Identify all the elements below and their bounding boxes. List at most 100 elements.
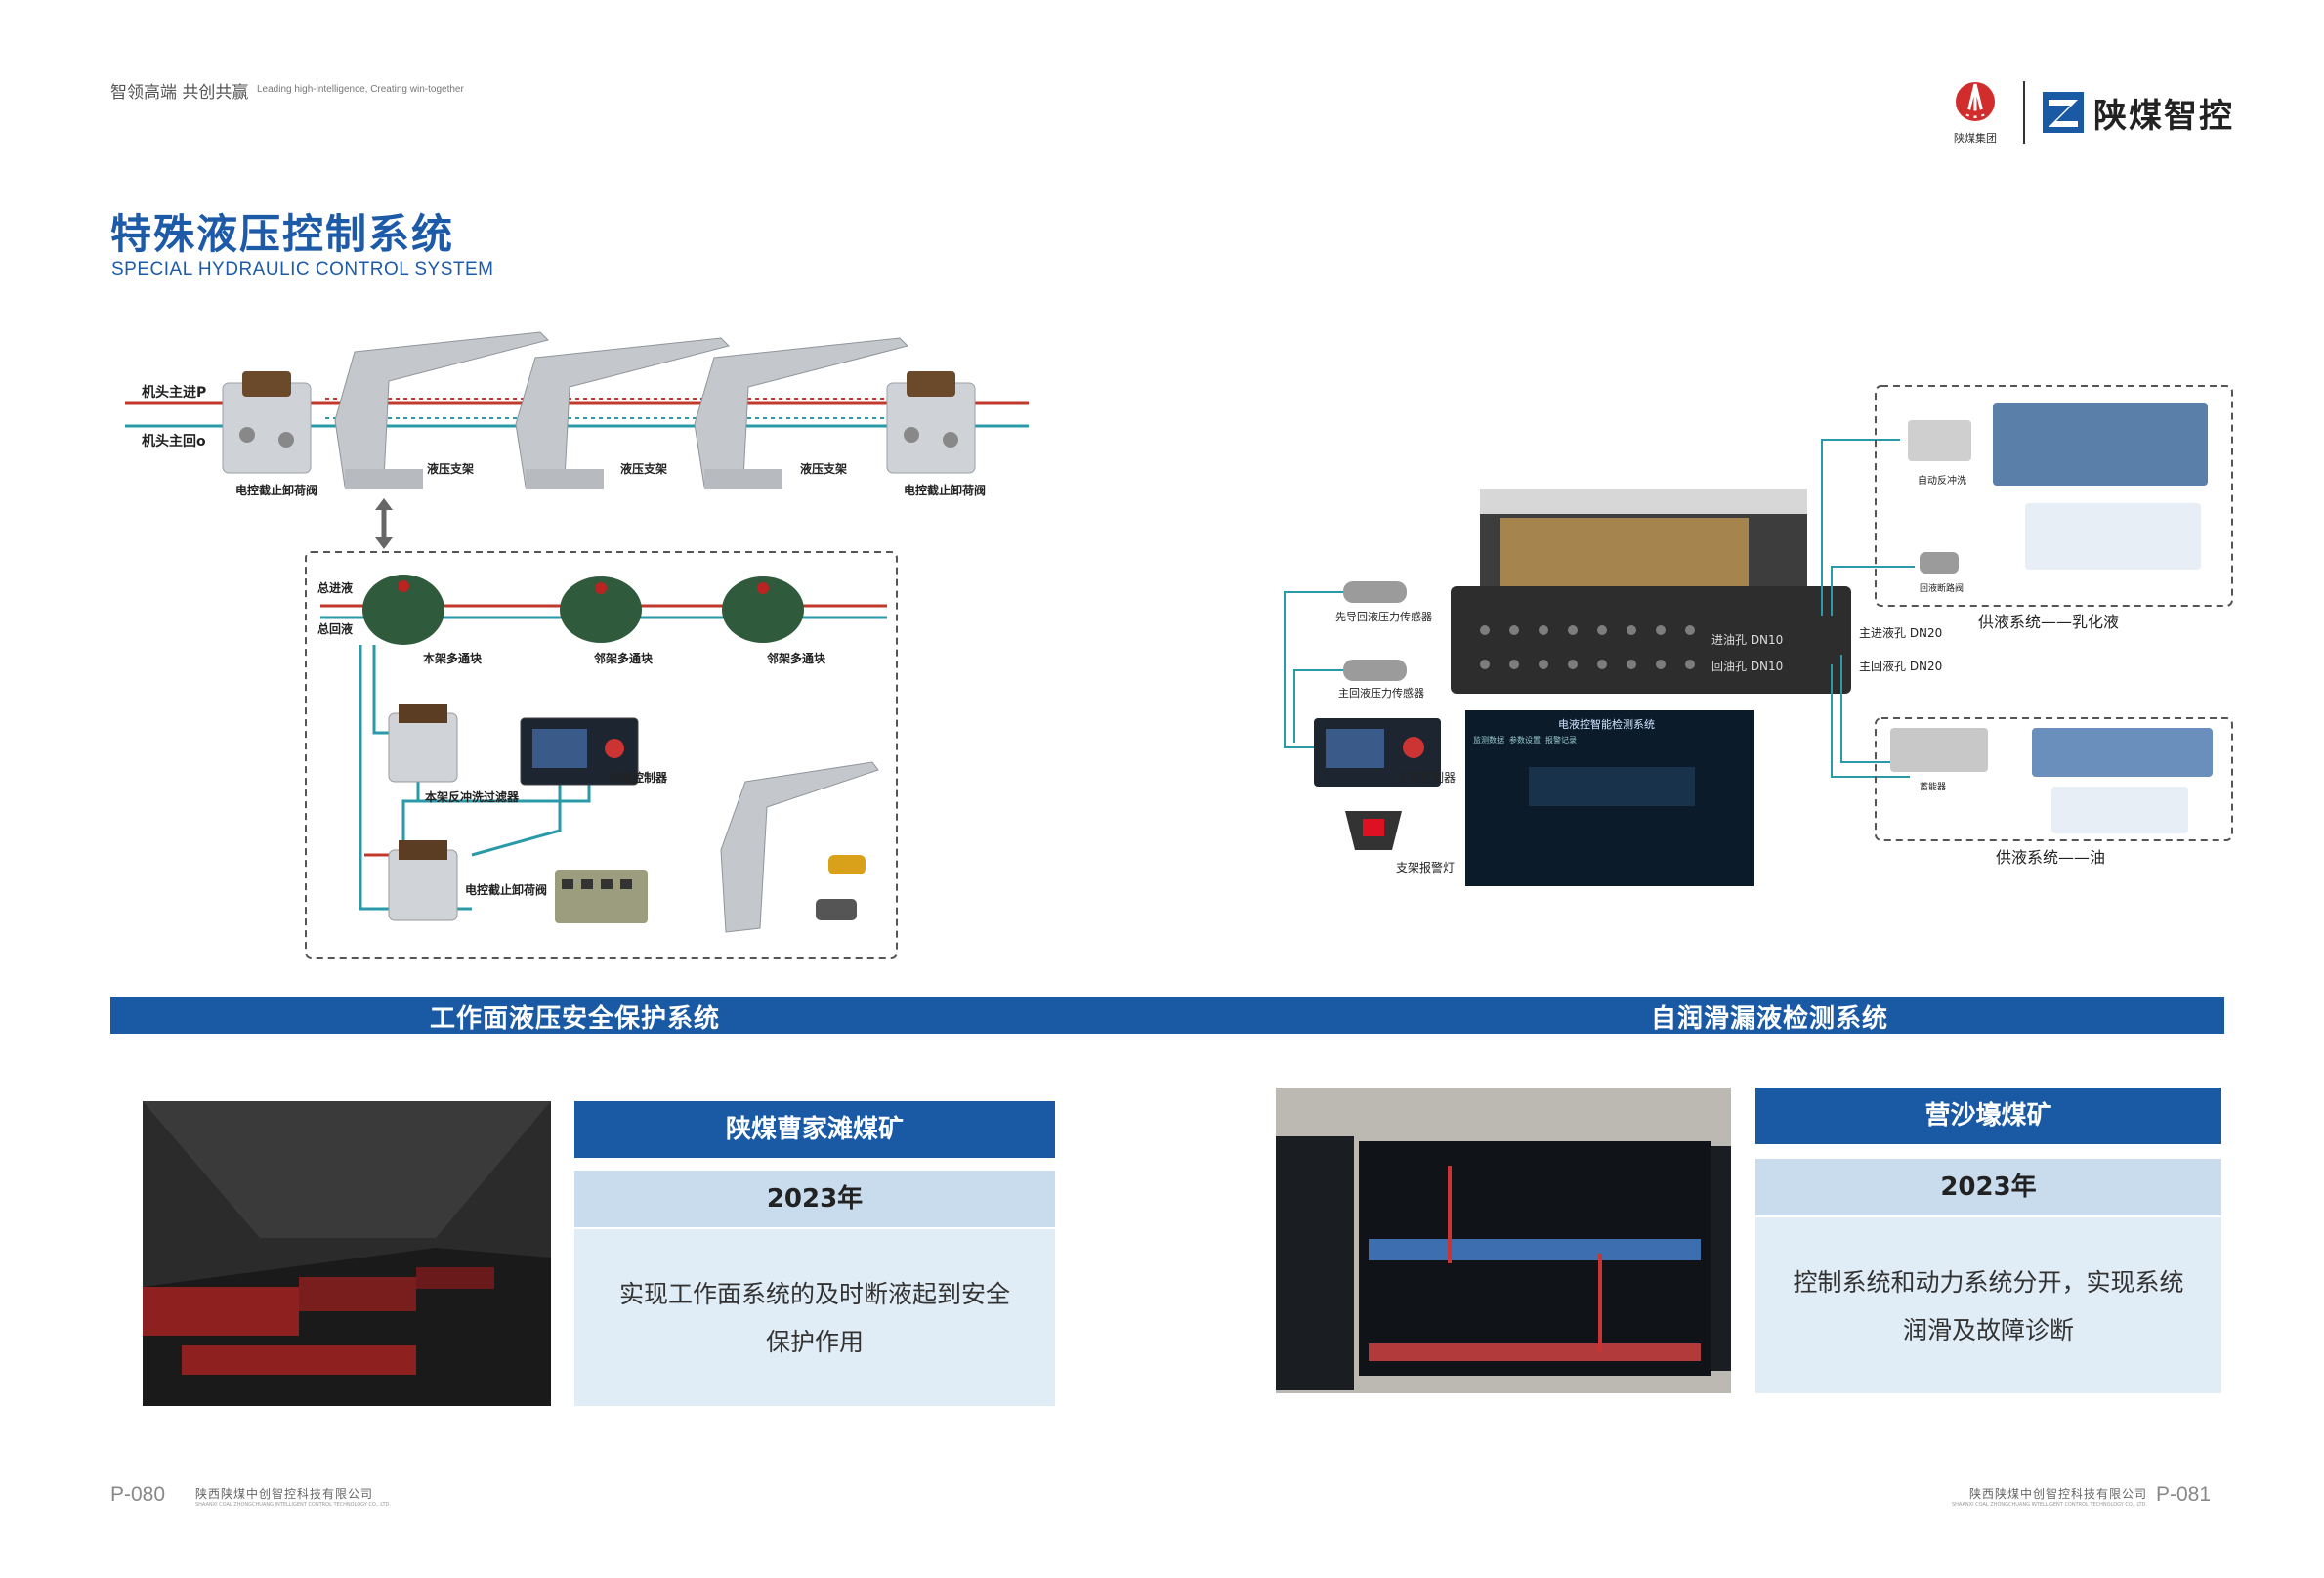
monitor-photo: [1276, 1088, 1731, 1393]
case-2-mine: 营沙壕煤矿: [1755, 1088, 2221, 1144]
bottom-cutoff-valve: [388, 840, 458, 921]
monitor-tab-2: 参数设置: [1509, 735, 1541, 745]
auto-backflush: [1908, 420, 1971, 461]
valve-bank: [555, 870, 648, 923]
total-return-label: 总回液: [317, 621, 353, 636]
brand-mark-icon: [2043, 92, 2084, 133]
main-in-port-label: 主进液孔 DN20: [1859, 625, 1942, 640]
support-controller: [1314, 718, 1441, 787]
section-label-left: 工作面液压安全保护系统: [430, 1004, 721, 1034]
backflush-filter-label: 本架反冲洗过滤器: [425, 789, 520, 804]
local-multi-block: [362, 575, 444, 645]
emulsion-pump: [1993, 403, 2208, 486]
return-port-label: 回油孔 DN10: [1711, 660, 1783, 673]
main-return-port-label: 主回液孔 DN20: [1859, 659, 1942, 673]
case-1-mine: 陕煤曹家滩煤矿: [574, 1101, 1055, 1158]
alarm-light-label: 支架报警灯: [1396, 860, 1455, 874]
case-2-body-box: 控制系统和动力系统分开，实现系统 润滑及故障诊断: [1755, 1217, 2221, 1393]
neighbor-block-1-label: 邻架多通块: [593, 651, 654, 665]
footer-company-en-right: SHAANXI COAL ZHONGCHUANG INTELLIGENT CON…: [1952, 1502, 2147, 1508]
detail-box: [305, 551, 898, 959]
backflush-filter: [388, 704, 458, 783]
emulsion-box: [1875, 385, 2233, 607]
case-1-desc-line-2: 保护作用: [765, 1328, 864, 1356]
case-1-desc-line-1: 实现工作面系统的及时断液起到安全: [618, 1280, 1010, 1308]
support-2-label: 液压支架: [620, 461, 667, 476]
case-2-desc-line-2: 润滑及故障诊断: [1902, 1316, 2074, 1344]
footer-company-right: 陕西陕煤中创智控科技有限公司 SHAANXI COAL ZHONGCHUANG …: [1952, 1485, 2147, 1508]
group-logo: 陕煤集团: [1941, 79, 2009, 146]
valve-manifold: [1451, 489, 1851, 694]
case-1-year: 2023年: [574, 1171, 1055, 1227]
case-1-body-box: 实现工作面系统的及时断液起到安全 保护作用: [574, 1229, 1055, 1406]
footer-company-left: 陕西陕煤中创智控科技有限公司 SHAANXI COAL ZHONGCHUANG …: [195, 1485, 391, 1508]
slogan-en: Leading high-intelligence, Creating win-…: [257, 84, 464, 95]
left-hydraulic-diagram: 机头主进P 机头主回o 电控截止卸荷阀 液压支架 液压支架 液压支架 电控截止卸…: [125, 331, 1029, 959]
group-name: 陕煤集团: [1954, 132, 1997, 145]
alarm-light: [1345, 811, 1402, 850]
support-1: [334, 331, 549, 489]
logo-divider: [2023, 81, 2025, 144]
case-2-year: 2023年: [1755, 1159, 2221, 1215]
support-controller-label: 支架控制器: [1397, 771, 1456, 785]
footer-company-cn-left: 陕西陕煤中创智控科技有限公司: [195, 1487, 374, 1501]
case-2-desc-line-1: 控制系统和动力系统分开，实现系统: [1793, 1268, 2184, 1297]
cutoff-valve-left: [222, 371, 312, 474]
return-filter-label: 回液断路阀: [1920, 582, 1964, 594]
oil-system-label: 供液系统——油: [1996, 848, 2105, 867]
brand-name: 陕煤智控: [2093, 96, 2234, 136]
page-number-right: P-081: [2156, 1483, 2212, 1506]
logo-area: 陕煤集团 陕煤智控: [1941, 76, 2234, 149]
footer-company-en-left: SHAANXI COAL ZHONGCHUANG INTELLIGENT CON…: [195, 1502, 391, 1508]
support-1-label: 液压支架: [427, 461, 474, 476]
local-controller: [520, 717, 639, 786]
oil-box: [1875, 717, 2233, 841]
cutoff-valve-right-label: 电控截止卸荷阀: [904, 483, 986, 497]
section-label-right: 自润滑漏液检测系统: [1651, 1004, 1889, 1034]
controller-label: 本架控制器: [609, 770, 668, 785]
accumulator: [1890, 728, 1988, 772]
in-port-label: 进油孔 DN10: [1711, 633, 1783, 647]
main-sensor-label: 主回液压力传感器: [1338, 686, 1424, 700]
sensor-dark: [816, 899, 857, 920]
return-filter: [1920, 552, 1959, 574]
main-in-label: 机头主进P: [142, 384, 206, 401]
page-number-left: P-080: [110, 1483, 166, 1506]
double-arrow-icon: [375, 498, 393, 549]
neighbor-multi-block-1: [560, 576, 642, 643]
monitor-title: 电液控智能检测系统: [1558, 717, 1655, 731]
neighbor-block-2-label: 邻架多通块: [766, 651, 826, 665]
neighbor-multi-block-2: [722, 576, 804, 643]
cutoff-valve-left-label: 电控截止卸荷阀: [235, 483, 317, 497]
oil-tank: [2051, 787, 2188, 833]
monitor-tab-1: 监测数据: [1473, 735, 1504, 745]
monitor-tab-3: 报警记录: [1545, 735, 1577, 745]
footer-company-cn-right: 陕西陕煤中创智控科技有限公司: [1968, 1487, 2147, 1501]
main-sensor: [1343, 660, 1407, 681]
accumulator-label: 蓄能器: [1920, 781, 1946, 792]
page-title: 特殊液压控制系统: [110, 210, 455, 258]
support-3-label: 液压支架: [800, 461, 847, 476]
group-emblem-icon: [1956, 82, 1995, 121]
emulsion-system-label: 供液系统——乳化液: [1978, 613, 2119, 631]
pilot-sensor: [1343, 581, 1407, 603]
sensor-yellow: [828, 855, 866, 874]
cutoff-valve-2-label: 电控截止卸荷阀: [465, 882, 547, 897]
support-2: [515, 337, 730, 489]
cutoff-valve-right: [886, 371, 976, 474]
auto-backflush-label: 自动反冲洗: [1918, 474, 1966, 487]
main-return-label: 机头主回o: [142, 433, 206, 449]
monitor-screen: [1465, 710, 1754, 886]
total-in-label: 总进液: [317, 580, 353, 595]
manifold-ports: [1480, 625, 1695, 669]
oil-pump: [2032, 728, 2213, 777]
tunnel-photo: [143, 1101, 551, 1406]
section-band: [110, 997, 2224, 1034]
emulsion-tank: [2025, 503, 2201, 570]
support-3: [694, 337, 908, 489]
slogan-cn: 智领高端 共创共赢: [110, 83, 249, 103]
page-subtitle: SPECIAL HYDRAULIC CONTROL SYSTEM: [111, 259, 494, 279]
local-block-label: 本架多通块: [423, 651, 483, 665]
support-small: [720, 761, 879, 933]
right-hydraulic-diagram: 进油孔 DN10 回油孔 DN10 主进液孔 DN20 主回液孔 DN20 先导…: [1284, 385, 2233, 886]
